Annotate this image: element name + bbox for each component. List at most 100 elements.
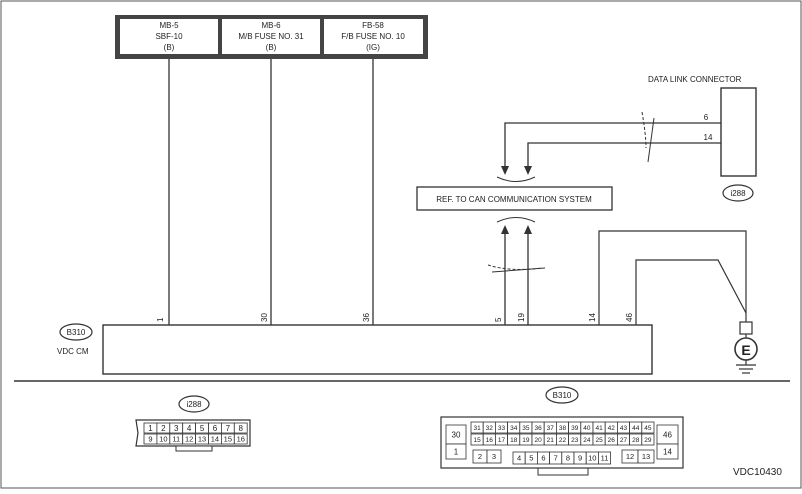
i288-pin-11-label: 11: [172, 435, 180, 444]
i288-pin-8-label: 8: [239, 424, 244, 433]
b310-pin-43-label: 43: [620, 425, 628, 432]
module-pin-19: 19: [517, 313, 526, 322]
b310-pin-32-label: 32: [486, 425, 494, 432]
b310-pin-3-label: 3: [492, 452, 496, 461]
fuse-box-1: [120, 19, 218, 54]
dlc-badge-label: i288: [730, 189, 746, 198]
module-badge: [59, 323, 93, 341]
dlc-pin-14: 14: [704, 133, 713, 142]
b310-pin-1-label: 1: [454, 447, 459, 456]
i288-pin-16-cell: [233, 433, 248, 445]
b310-pin-31-label: 31: [473, 425, 481, 432]
dlc-badge: [722, 184, 754, 202]
b310-pin-42-label: 42: [608, 425, 616, 432]
dlc-pin-6: 6: [704, 113, 709, 122]
i288-pin-15-label: 15: [224, 435, 232, 444]
twist-mark-top: [641, 111, 647, 149]
vdc-module-body: [102, 324, 653, 375]
can-wire-dlc-14: [527, 142, 721, 168]
twist-line-bottom: [491, 267, 546, 273]
i288-pin-7-label: 7: [226, 424, 231, 433]
b310-pin-10-label: 10: [588, 454, 596, 463]
b310-pin-24-label: 24: [583, 437, 591, 444]
fuse-2-line2: M/B FUSE NO. 31: [238, 32, 304, 41]
b310-pin-38-label: 38: [559, 425, 567, 432]
i288-pin-10-label: 10: [159, 435, 167, 444]
b310-pin-33-label: 33: [498, 425, 506, 432]
b310-pin-29-label: 29: [644, 437, 652, 444]
b310-badge-label: B310: [553, 391, 572, 400]
b310-pin-29-cell: [641, 433, 655, 446]
fuse-1-line3: (B): [164, 43, 175, 52]
fuse-2-line3: (B): [266, 43, 277, 52]
fuse-3-line2: F/B FUSE NO. 10: [341, 32, 405, 41]
b310-badge: [545, 386, 579, 404]
i288-pin-6-label: 6: [213, 424, 218, 433]
twist-line-top: [647, 117, 655, 163]
b310-pin-35-label: 35: [522, 425, 530, 432]
i288-pin-4-label: 4: [187, 424, 192, 433]
fuse-header: MB-5 SBF-10 (B) MB-6 M/B FUSE NO. 31 (B)…: [115, 15, 428, 59]
module-pin-36: 36: [362, 313, 371, 322]
b310-latch: [537, 468, 589, 476]
fuse-box-3: [324, 19, 423, 54]
b310-pin-36-label: 36: [534, 425, 542, 432]
b310-pin-44-label: 44: [632, 425, 640, 432]
ref-box: [416, 186, 613, 211]
b310-pin-17-label: 17: [498, 437, 506, 444]
b310-pin-21-label: 21: [547, 437, 555, 444]
b310-pin-16-label: 16: [486, 437, 494, 444]
b310-pin-11-label: 11: [601, 454, 609, 463]
b310-pin-5-label: 5: [529, 454, 533, 463]
module-badge-label: B310: [67, 328, 86, 337]
b310-pin-2-label: 2: [478, 452, 482, 461]
b310-pin-18-label: 18: [510, 437, 518, 444]
b310-pin-40-label: 40: [583, 425, 591, 432]
b310-pin-13-cell: [637, 449, 655, 464]
b310-pin-14-cell: [656, 443, 679, 460]
fuse-box-2: [222, 19, 320, 54]
ground-symbol-label: E: [741, 342, 750, 358]
i288-pin-16-label: 16: [237, 435, 245, 444]
dlc-body: [720, 87, 757, 177]
b310-pin-28-label: 28: [632, 437, 640, 444]
module-pin-5: 5: [494, 317, 503, 322]
i288-pin-1-label: 1: [148, 424, 153, 433]
b310-pin-9-label: 9: [578, 454, 582, 463]
ground-wire-pin-46: [635, 259, 747, 325]
can-wire-dlc-6: [504, 122, 721, 168]
b310-pin-8-label: 8: [566, 454, 570, 463]
module-pin-1: 1: [156, 317, 165, 322]
fuse-3-line3: (IG): [366, 43, 380, 52]
b310-pin-14-label: 14: [663, 447, 672, 456]
arrow-down-1: [501, 166, 509, 175]
b310-pin-22-label: 22: [559, 437, 567, 444]
i288-pin-3-label: 3: [174, 424, 179, 433]
b310-pin-3-cell: [486, 449, 502, 464]
b310-pin-37-label: 37: [547, 425, 555, 432]
b310-pin-15-label: 15: [473, 437, 481, 444]
b310-pin-46-label: 46: [663, 430, 672, 439]
b310-pin-41-label: 41: [595, 425, 603, 432]
b310-pin-23-label: 23: [571, 437, 579, 444]
i288-pin-8-cell: [233, 422, 248, 434]
i288-pin-12-label: 12: [185, 435, 193, 444]
b310-pin-6-label: 6: [541, 454, 545, 463]
ref-box-label: REF. TO CAN COMMUNICATION SYSTEM: [436, 195, 592, 204]
i288-badge-label: i288: [186, 400, 202, 409]
b310-pin-1-cell: [445, 443, 467, 460]
module-pin-46: 46: [625, 313, 634, 322]
i288-pin-9-label: 9: [148, 435, 152, 444]
b310-pin-34-label: 34: [510, 425, 518, 432]
b310-pin-26-label: 26: [608, 437, 616, 444]
b310-pin-20-label: 20: [534, 437, 542, 444]
b310-pin-7-label: 7: [554, 454, 558, 463]
ground-wire-pin-14: [598, 230, 747, 325]
i288-pin-13-label: 13: [198, 435, 206, 444]
